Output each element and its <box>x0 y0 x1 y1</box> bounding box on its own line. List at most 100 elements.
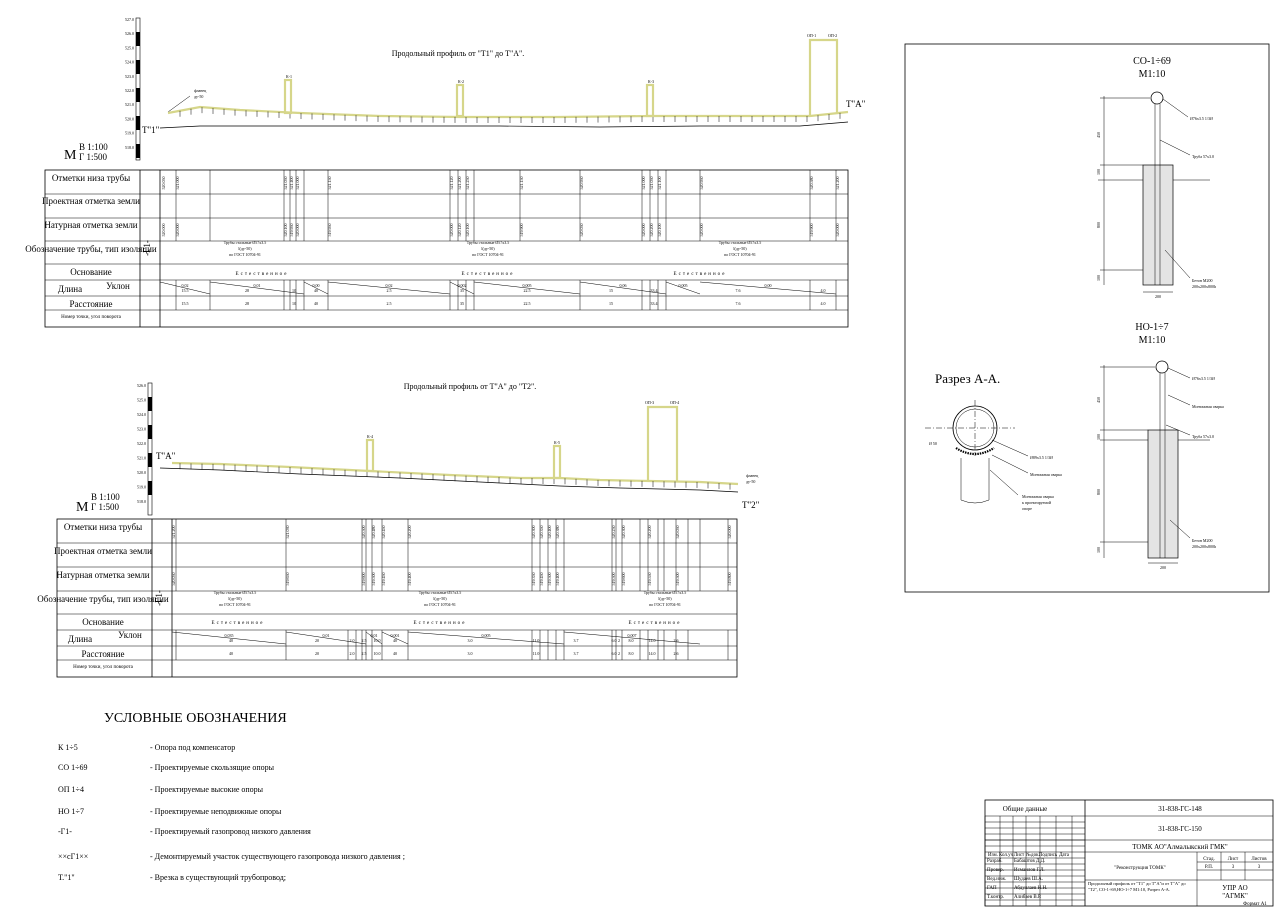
pipe-bottom-mark: 520.050 <box>675 526 680 539</box>
distance-value: 2.5 <box>362 651 367 656</box>
length-value: 11.0 <box>533 638 540 643</box>
length-value: 3.0 <box>468 638 473 643</box>
legend-text: - Врезка в существующий трубопровод; <box>150 873 286 882</box>
natural-ground-mark: 520.200 <box>649 224 654 237</box>
pipe-bottom-mark: 521.120 <box>449 177 454 190</box>
natural-ground-mark: 519.350 <box>531 573 536 586</box>
stamp-company2: "АГМК" <box>1222 892 1248 900</box>
pipe-bottom-mark: 520.480 <box>371 526 376 539</box>
section-title: Разрез А-А. <box>935 371 1000 386</box>
distance-value: 4.0 <box>821 301 826 306</box>
co-pipe-label: Ø76х3.5 1/3Ø <box>1190 116 1213 121</box>
stamp-name: Бабаштов Д.Д. <box>1014 859 1045 864</box>
stamp-col-header: Дата <box>1059 853 1070 858</box>
natural-ground-mark: 520.000 <box>161 224 166 237</box>
slope-value: 0.035 <box>225 633 234 638</box>
length-value: 35 <box>460 288 464 293</box>
axis-tick-label: 523.0 <box>125 74 134 79</box>
row-label-natural-ground: Натурная отметка земли <box>56 570 149 580</box>
slope-value: 0.005 <box>482 633 491 638</box>
profile-1-pipe-note2-b: l(ду-50) <box>481 246 495 251</box>
natural-ground-mark: 520.100 <box>283 224 288 237</box>
profile-1-support-k1: К-1 <box>283 74 293 115</box>
profile-1-support-label: К-3 <box>648 79 654 84</box>
natural-ground-mark: 520.100 <box>465 224 470 237</box>
length-value: 3.7 <box>574 638 579 643</box>
co-scale: М1:10 <box>1139 69 1166 80</box>
ho-pipe-circle <box>1155 360 1169 374</box>
ho-concrete-block <box>1147 429 1179 559</box>
profile-1: Продольный профиль от "Т1" до Т"А". 527.… <box>25 17 866 328</box>
natural-ground-mark: 519.900 <box>809 224 814 237</box>
distance-value: 40 <box>393 651 397 656</box>
length-value: 40 <box>393 638 397 643</box>
legend-code: К 1÷5 <box>58 743 78 752</box>
slope-line <box>171 631 287 645</box>
natural-ground-mark: 520.000 <box>295 224 300 237</box>
axis-tick-label: 520.0 <box>137 470 146 475</box>
length-value: 7.6 <box>736 288 741 293</box>
pipe-bottom-mark: 520.450 <box>381 526 386 539</box>
natural-ground-mark: 519.400 <box>555 573 560 586</box>
ho-concrete-dim: 200х200х800h <box>1192 544 1216 549</box>
co-dim-800: 800 <box>1096 222 1101 228</box>
profile-1-table: Отметки низа трубы Проектная отметка зем… <box>25 169 849 328</box>
row-label-design-ground: Проектная отметка земли <box>54 546 152 556</box>
profile-1-support-label: К-1 <box>286 74 292 79</box>
row-label-natural-ground: Натурная отметка земли <box>44 220 137 230</box>
profile-1-pipe-note: Трубы стальные Ø57х3.5 <box>224 240 267 245</box>
stamp-col-header: Кол.уч <box>999 853 1014 858</box>
length-value: 2 <box>618 638 620 643</box>
stamp-col-header: №док. <box>1026 852 1040 858</box>
profile-2-gas-mark: -Г1- <box>154 590 164 606</box>
slope-value: 0.02 <box>182 283 189 288</box>
profile-2-pipe-note: Трубы стальные Ø57х3.5 <box>214 590 257 595</box>
slope-line <box>579 281 667 295</box>
profile-1-scale-horizontal: Г 1:500 <box>79 152 107 162</box>
natural-ground-mark: 519.500 <box>371 573 376 586</box>
natural-ground-mark: 519.450 <box>381 573 386 586</box>
stamp-project: "Реконструкция ТОМК" <box>1114 866 1165 871</box>
length-value: 2.0 <box>350 638 355 643</box>
ho-dim-450: 450 <box>1096 397 1101 403</box>
slope-value: 0.01 <box>323 633 330 638</box>
profile-2-support-label: К-4 <box>367 434 373 439</box>
pipe-bottom-mark: 521.200 <box>457 177 462 190</box>
section-weld-label: Монтажная сварка <box>1030 472 1062 477</box>
distance-value: 40 <box>314 301 318 306</box>
ho-dim-100a: 100 <box>1096 434 1101 440</box>
profile-1-support-k2: К-2 <box>455 79 465 118</box>
stamp-stage-h: Стад. <box>1203 857 1215 862</box>
ho-concrete-label: Бетон М200 <box>1192 538 1212 543</box>
natural-ground-mark: 519.500 <box>611 573 616 586</box>
distance-value: 2.5 <box>387 301 392 306</box>
profile-2-elevation-scale: 526.0525.0524.0523.0522.0521.0520.0519.0… <box>137 382 153 516</box>
slope-line <box>473 281 581 295</box>
natural-ground-mark: 519.500 <box>675 573 680 586</box>
profile-1-support-label: ОП-1 <box>807 33 816 38</box>
natural-ground-mark: 520.100 <box>657 224 662 237</box>
profile-2-pipe-note-b: Трубы стальные Ø57х3.5 <box>419 590 462 595</box>
distance-value: 22.5 <box>524 301 531 306</box>
natural-ground-mark: 519.650 <box>285 573 290 586</box>
stamp-col-header: Изм. <box>988 853 998 858</box>
slope-value: 0.005 <box>523 283 532 288</box>
row-label-distance: Расстояние <box>70 299 113 309</box>
natural-ground-mark: 519.900 <box>519 224 524 237</box>
natural-ground-mark: 519.500 <box>547 573 552 586</box>
axis-tick-label: 522.0 <box>125 88 134 93</box>
slope-value: 0.007 <box>628 633 637 638</box>
detail-ho-support: НО-1÷7 М1:10 450 100 800 100 200 Ø76х3.5… <box>1096 322 1224 570</box>
pipe-bottom-mark: 521.000 <box>641 177 646 190</box>
axis-tick-label: 525.0 <box>137 398 146 403</box>
pipe-bottom-mark: 520.200 <box>647 526 652 539</box>
slope-line <box>365 631 383 645</box>
distance-value: 33.4 <box>651 301 658 306</box>
profile-2-pipe-note2-b: l(ду-50) <box>433 596 447 601</box>
natural-ground-mark: 520.000 <box>835 224 840 237</box>
profile-2-support-label: ОП-4 <box>670 400 679 405</box>
stamp-org: ТОМК АО"Алмалыкский ГМК" <box>1132 843 1228 851</box>
co-dim-100a: 100 <box>1096 169 1101 175</box>
profile-2-flange-du: ду-50 <box>746 479 755 484</box>
row-label-pipe-bottom: Отметки низа трубы <box>52 173 130 183</box>
